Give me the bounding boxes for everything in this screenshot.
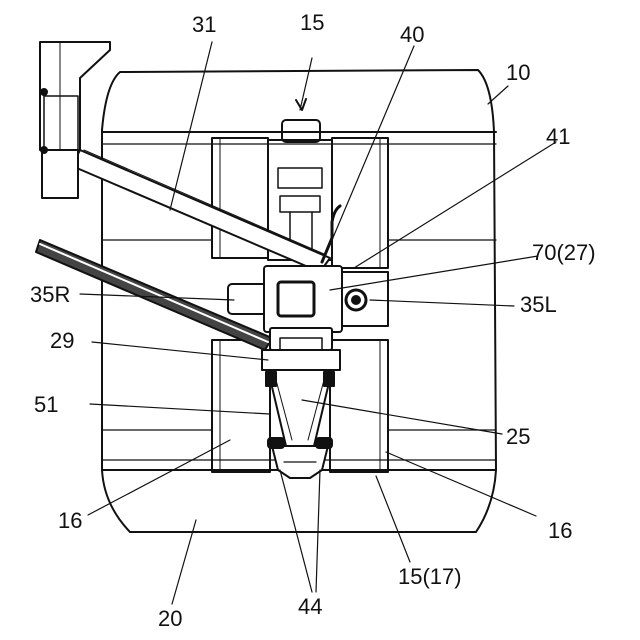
label-16-left: 16	[58, 510, 82, 532]
control-box-window	[278, 282, 314, 316]
label-29: 29	[50, 330, 74, 352]
label-51: 51	[34, 394, 58, 416]
label-70-27: 70(27)	[532, 242, 596, 264]
label-31: 31	[192, 14, 216, 36]
label-35R: 35R	[30, 284, 70, 306]
label-25: 25	[506, 426, 530, 448]
label-44: 44	[298, 596, 322, 618]
hopper-25	[268, 370, 332, 446]
label-41: 41	[546, 126, 570, 148]
label-40: 40	[400, 24, 424, 46]
label-15-17: 15(17)	[398, 566, 462, 588]
label-35L: 35L	[520, 294, 557, 316]
label-20: 20	[158, 608, 182, 630]
label-15-top: 15	[300, 12, 324, 34]
label-16-right: 16	[548, 520, 572, 542]
label-10: 10	[506, 62, 530, 84]
guide-29	[262, 350, 340, 370]
